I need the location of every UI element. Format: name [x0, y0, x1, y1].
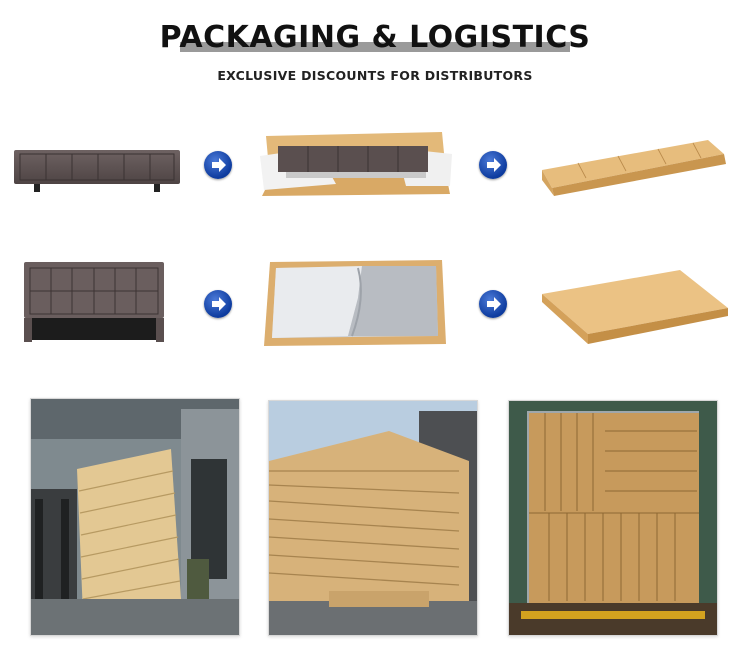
title-underline-bar	[180, 42, 570, 52]
arrow-right-icon	[204, 151, 232, 179]
long-headboard-image	[14, 148, 180, 194]
long-carton-image	[538, 136, 728, 196]
page-title: PACKAGING & LOGISTICS	[159, 20, 591, 55]
headboard-in-carton-image	[256, 128, 454, 198]
forklift-loading-photo	[30, 398, 240, 636]
square-headboard-image	[24, 262, 164, 342]
stacked-cartons-loading-photo	[268, 400, 478, 636]
arrow-right-icon	[479, 151, 507, 179]
arrow-right-icon	[479, 290, 507, 318]
flat-carton-image	[540, 268, 730, 346]
page-subtitle: EXCLUSIVE DISCOUNTS FOR DISTRIBUTORS	[217, 68, 533, 83]
arrow-right-icon	[204, 290, 232, 318]
headboard-wrapped-carton-image	[262, 258, 448, 348]
container-full-photo	[508, 400, 718, 636]
